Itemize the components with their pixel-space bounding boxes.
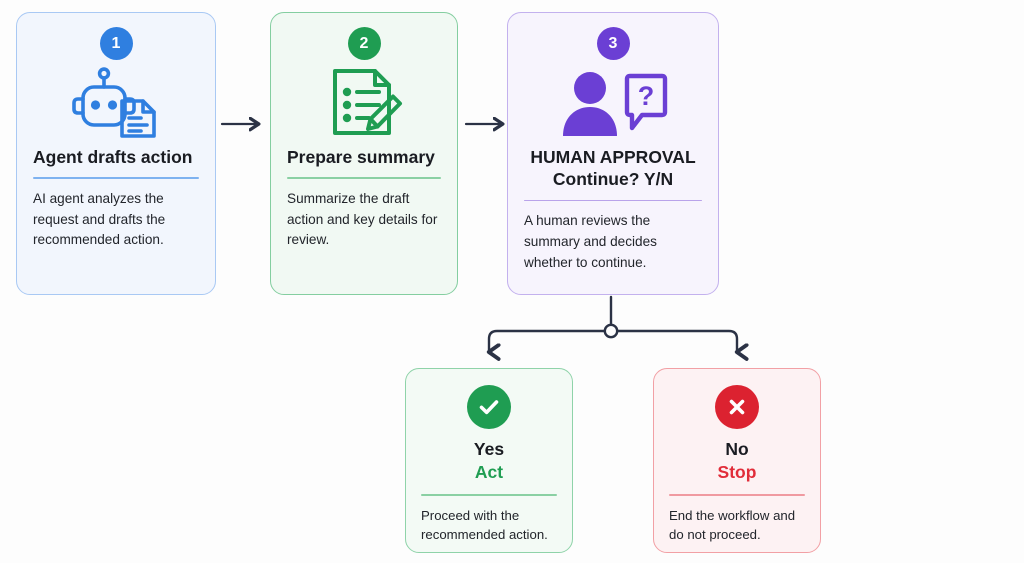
step-card-agent-drafts-action[interactable]: 1 [16,12,216,295]
outcome-heading-no: No [725,439,749,459]
outcome-heading-yes: Yes [473,439,505,459]
svg-text:?: ? [638,81,655,111]
outcome-sub-stop: Stop [717,462,757,482]
branch-connector [489,295,737,352]
step-body-1: AI agent analyzes the request and drafts… [33,190,166,248]
step-body-2: Summarize the draft action and key detai… [287,190,438,248]
person-question-icon: ? [558,66,668,140]
card-divider [669,494,805,496]
step-badge-1: 1 [99,27,133,60]
card-divider [33,177,199,179]
card-divider [524,199,702,202]
outcome-body-no: End the workflow and do not proceed. [669,507,796,543]
step-badge-2: 2 [347,27,381,60]
step-title-1: Agent drafts action [33,147,193,167]
outcome-sub-act: Act [474,462,504,482]
step-card-human-approval[interactable]: 3 ? HUMAN APPROVAL Continue? Y/N [507,12,719,295]
step-badge-3: 3 [596,27,630,60]
step-title-3-line1: HUMAN APPROVAL [530,147,696,167]
outcome-body-yes: Proceed with the recommended action. [421,507,548,543]
check-circle-icon [467,385,511,429]
card-divider [287,177,441,179]
branch-junction-node [603,323,619,339]
checklist-pencil-icon [321,66,407,140]
card-divider [421,494,557,496]
x-circle-icon [715,385,759,429]
robot-document-icon [66,66,166,140]
step-title-3-line2: Continue? Y/N [552,169,674,190]
step-title-2: Prepare summary [287,147,435,167]
outcome-card-yes-act[interactable]: Yes Act Proceed with the recommended act… [405,368,573,553]
step-card-prepare-summary[interactable]: 2 [270,12,458,295]
step-body-3: A human reviews the summary and decides … [524,213,657,270]
outcome-card-no-stop[interactable]: No Stop End the workflow and do not proc… [653,368,821,553]
step-title-3: HUMAN APPROVAL Continue? Y/N [524,146,702,191]
